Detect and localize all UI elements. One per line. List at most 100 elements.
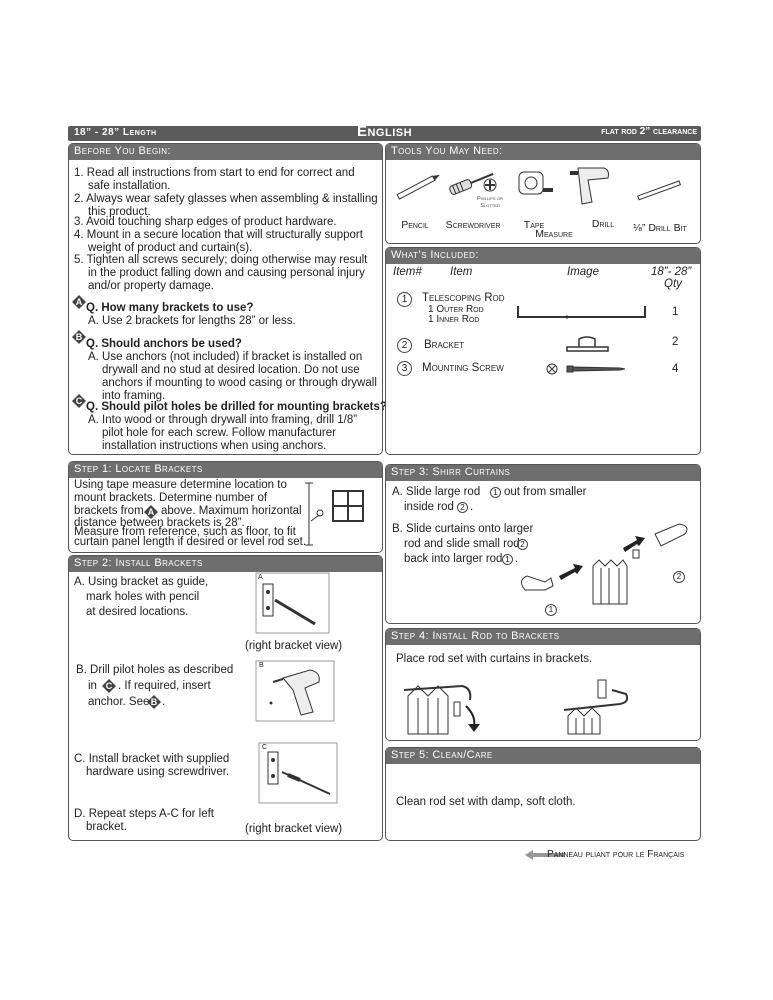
install-rod-right-illustration	[563, 679, 629, 735]
before-item-1: 1. Read all instructions from start to e…	[74, 167, 355, 192]
step2-b3b: .	[162, 696, 166, 708]
step5-panel: Step 5: Clean/Care	[385, 747, 701, 841]
drill-bit-icon	[637, 180, 682, 201]
step2-b2b: . If required, insert	[118, 680, 211, 692]
slotted-label: Slotted	[480, 203, 500, 209]
step2-badge-c-icon: C	[102, 679, 116, 693]
before-item-4: 4. Mount in a secure location that will …	[74, 229, 363, 254]
item-1-sub1: 1 Outer Rod	[428, 304, 484, 315]
bracket-icon	[566, 336, 609, 352]
item-2-qty: 2	[672, 336, 679, 348]
step3-fig-rod1: 1	[545, 604, 557, 616]
step2-b2a: in	[88, 680, 97, 692]
step2-a3: at desired locations.	[86, 606, 189, 618]
badge-a-icon: A	[72, 295, 86, 309]
drill-holes-illustration	[255, 660, 335, 722]
step1-line3b: above. Maximum horizontal	[161, 505, 302, 517]
before-you-begin-title: Before You Begin:	[69, 144, 382, 160]
step3-a-rod2: 2	[457, 502, 468, 513]
step2-d2: bracket.	[86, 821, 127, 833]
step4-title: Step 4: Install Rod to Brackets	[386, 629, 700, 645]
step3-fig-rod2: 2	[673, 571, 685, 583]
qa-b-answer: A. Use anchors (not included) if bracket…	[88, 351, 377, 402]
step3-a2b: .	[470, 501, 474, 513]
phillips-label: Phillips or	[476, 196, 504, 202]
step2-badge-b-icon: B	[147, 695, 161, 709]
screwdriver-icon	[449, 172, 494, 195]
step2-d1: D. Repeat steps A-C for left	[74, 808, 214, 820]
window-measure-illustration	[305, 482, 364, 546]
pencil-label: Pencil	[401, 219, 429, 231]
tape-label: Tape	[523, 219, 545, 231]
drill-icon	[570, 167, 609, 205]
step1-line6: curtain panel length if desired or level…	[74, 536, 307, 548]
step2-view1: (right bracket view)	[245, 640, 343, 652]
qa-c-question: Q. Should pilot holes be drilled for mou…	[86, 401, 387, 413]
step3-a1a: A. Slide large rod	[392, 486, 481, 498]
step2-title: Step 2: Install Brackets	[69, 556, 382, 572]
qa-b-question: Q. Should anchors be used?	[86, 338, 242, 350]
tape-measure-icon	[518, 171, 553, 195]
step1-line5: Measure from reference, such as floor, t…	[74, 526, 296, 538]
step2-b3a: anchor. See	[88, 696, 150, 708]
shirr-curtains-illustration	[521, 523, 688, 605]
phillips-icon	[483, 178, 497, 192]
step3-b-rod2: 2	[517, 539, 528, 550]
before-item-2: 2. Always wear safety glasses when assem…	[74, 193, 378, 218]
step5-text: Clean rod set with damp, soft cloth.	[396, 796, 576, 808]
item-3-name: Mounting Screw	[422, 362, 504, 374]
item-3-number: 3	[397, 361, 412, 376]
clearance-label: flat rod 2” clearance	[601, 126, 697, 137]
arrow-left-icon	[525, 850, 565, 860]
step2-fig-c-label: C	[262, 744, 268, 751]
included-panel: What’s Included:	[385, 247, 701, 455]
item-1-number: 1	[397, 292, 412, 307]
item-2-name: Bracket	[424, 339, 465, 351]
item-1-qty: 1	[672, 306, 679, 318]
step1-line2: mount brackets. Determine number of	[74, 492, 268, 504]
step2-c2: hardware using screwdriver.	[86, 766, 230, 778]
step2-c1: C. Install bracket with supplied	[74, 753, 230, 765]
item-3-qty: 4	[672, 363, 679, 375]
step3-b3b: .	[515, 553, 519, 565]
col-qty-range: 18”- 28”	[651, 266, 692, 278]
qa-a-answer: A. Use 2 brackets for lengths 28” or les…	[88, 315, 296, 327]
before-you-begin-panel: Before You Begin:	[68, 143, 383, 455]
col-qty: Qty	[664, 278, 682, 290]
qa-c-answer: A. Into wood or through drywall into fra…	[88, 414, 358, 452]
before-item-3: 3. Avoid touching sharp edges of product…	[74, 216, 337, 228]
step3-panel: Step 3: Shirr Curtains	[385, 464, 701, 624]
header-bar: 18” - 28” Length English flat rod 2” cle…	[68, 123, 701, 141]
step1-title: Step 1: Locate Brackets	[69, 462, 382, 478]
step3-a2a: inside rod	[404, 501, 454, 513]
step2-fig-b-label: B	[259, 662, 264, 669]
mounting-screw-icon	[546, 363, 626, 375]
screw-install-illustration	[258, 742, 338, 804]
step2-view2: (right bracket view)	[245, 823, 343, 835]
measure-label: Measure	[535, 228, 573, 240]
bracket-mark-illustration	[255, 572, 330, 634]
step2-a2: mark holes with pencil	[86, 591, 200, 603]
step3-b-rod1: 1	[502, 554, 513, 565]
telescoping-rod-icon	[517, 306, 646, 319]
step4-text: Place rod set with curtains in brackets.	[396, 653, 593, 665]
step1-line1: Using tape measure determine location to	[74, 479, 287, 491]
included-title: What’s Included:	[386, 248, 700, 264]
item-1-name: Telescoping Rod	[422, 292, 505, 304]
step1-panel: Step 1: Locate Brackets	[68, 461, 383, 553]
col-item-number: Item#	[393, 266, 422, 278]
step2-fig-a-label: A	[258, 574, 263, 581]
before-item-5: 5. Tighten all screws securely; doing ot…	[74, 254, 368, 292]
step2-b1: B. Drill pilot holes as described	[76, 664, 234, 676]
badge-b-icon: B	[72, 330, 86, 344]
footer-french-link[interactable]: Panneau pliant pour le Français	[547, 849, 685, 860]
step3-title: Step 3: Shirr Curtains	[386, 465, 700, 481]
col-item: Item	[450, 266, 473, 278]
step5-title: Step 5: Clean/Care	[386, 748, 700, 764]
drill-bit-label: ⅛” Drill Bit	[633, 222, 687, 234]
step1-line3a: brackets from	[74, 505, 144, 517]
step2-a1: A. Using bracket as guide,	[74, 576, 209, 588]
step3-a1b: out from smaller	[504, 486, 587, 498]
step3-b2a: rod and slide small rod	[404, 538, 520, 550]
pencil-icon	[396, 174, 440, 200]
